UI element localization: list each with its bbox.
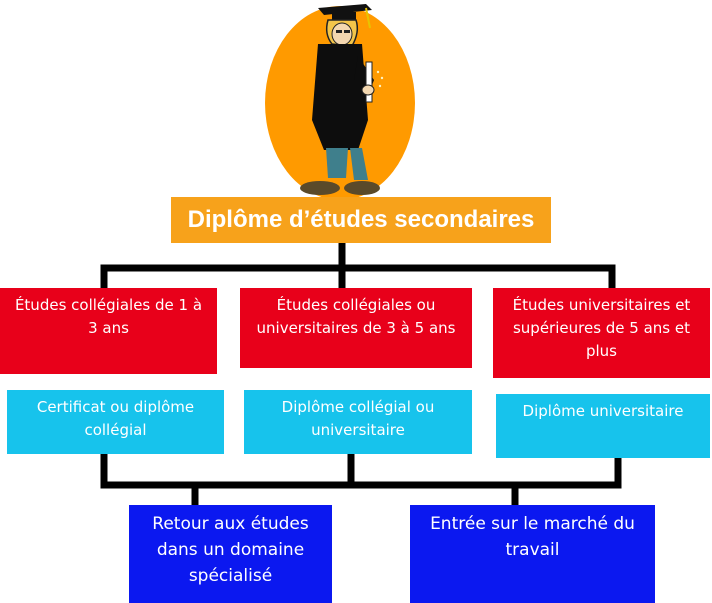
outcome-box-1: Retour aux études dans un domaine spécia… <box>129 505 332 603</box>
studies-box-2: Études collégiales ou universitaires de … <box>240 288 472 368</box>
diploma-box-1: Certificat ou diplôme collégial <box>7 390 224 454</box>
studies-label-1: Études collégiales de 1 à 3 ans <box>14 296 203 337</box>
outcome-box-2: Entrée sur le marché du travail <box>410 505 655 603</box>
diploma-label-1: Certificat ou diplôme collégial <box>36 398 195 439</box>
graduate-student-icon <box>265 4 415 200</box>
studies-box-3: Études universitaires et supérieures de … <box>493 288 710 378</box>
outcome-label-1: Retour aux études dans un domaine spécia… <box>152 514 309 586</box>
outcome-label-2: Entrée sur le marché du travail <box>430 514 635 560</box>
studies-label-2: Études collégiales ou universitaires de … <box>256 296 456 337</box>
diploma-label-3: Diplôme universitaire <box>522 402 684 420</box>
secondary-diploma-box: Diplôme d’études secondaires <box>171 197 551 243</box>
diploma-label-2: Diplôme collégial ou universitaire <box>281 398 435 439</box>
studies-box-1: Études collégiales de 1 à 3 ans <box>0 288 217 374</box>
diploma-box-2: Diplôme collégial ou universitaire <box>244 390 472 454</box>
studies-label-3: Études universitaires et supérieures de … <box>512 296 691 360</box>
diploma-box-3: Diplôme universitaire <box>496 394 710 458</box>
secondary-diploma-label: Diplôme d’études secondaires <box>187 206 535 233</box>
